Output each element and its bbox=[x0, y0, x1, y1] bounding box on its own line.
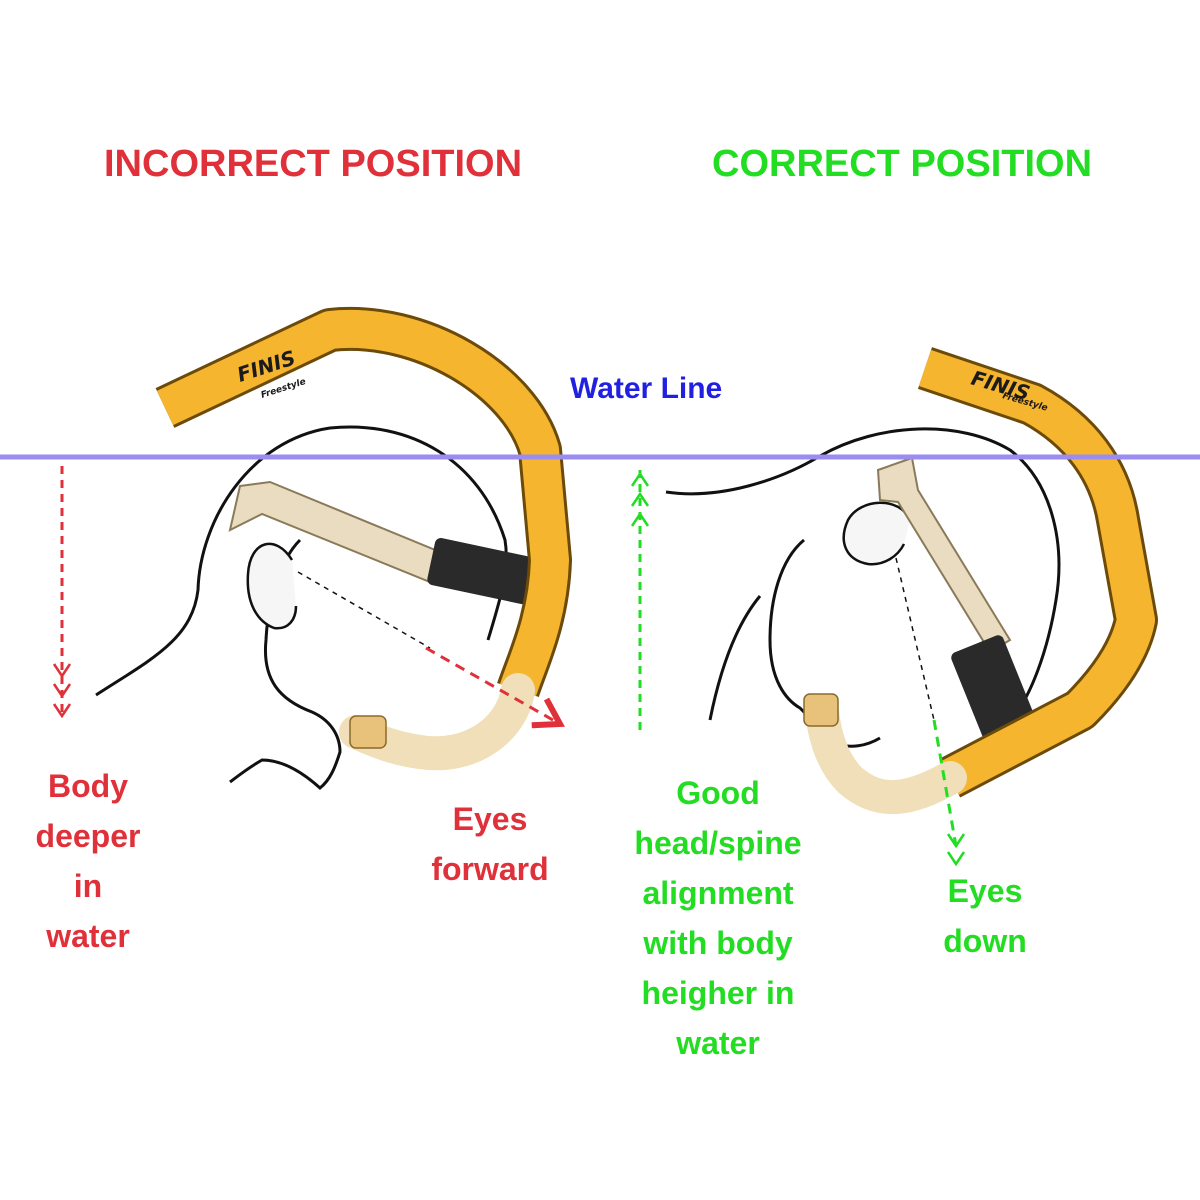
label-line: Eyes bbox=[452, 801, 528, 837]
right-snorkel-tube bbox=[918, 349, 1155, 795]
label-line: deeper bbox=[35, 818, 141, 854]
left-face-profile bbox=[229, 538, 342, 790]
label-line: head/spine bbox=[634, 825, 802, 861]
left-head-outline bbox=[95, 425, 508, 697]
heading-incorrect-position: INCORRECT POSITION bbox=[104, 143, 523, 185]
left-head-strap bbox=[228, 480, 545, 607]
right-sight-line bbox=[895, 557, 935, 721]
left-sight-line bbox=[297, 571, 431, 649]
right-snorkel-mouthpiece bbox=[805, 695, 967, 815]
left-snorkel: FINIS Freestyle bbox=[155, 306, 572, 771]
label-line: water bbox=[46, 918, 130, 954]
right-head-figure bbox=[665, 427, 1061, 748]
label-line: water bbox=[676, 1025, 760, 1061]
label-line: Body bbox=[48, 768, 128, 804]
left-snorkel-tube bbox=[156, 309, 569, 697]
right-head-strap bbox=[876, 456, 1041, 755]
label-line: in bbox=[73, 868, 103, 904]
label-line: down bbox=[943, 923, 1027, 959]
right-ear bbox=[842, 501, 912, 566]
center-height-arrowhead bbox=[630, 471, 650, 527]
left-eyes-forward-arrow bbox=[425, 646, 565, 729]
right-eyes-down-arrow bbox=[932, 719, 958, 847]
label-line: alignment bbox=[642, 875, 794, 911]
left-strap-clip bbox=[427, 537, 545, 607]
label-line: forward bbox=[431, 851, 549, 887]
label-eyes-forward: Eyes forward bbox=[400, 794, 580, 894]
right-head-outline bbox=[665, 427, 1061, 722]
label-body-deeper: Body deeper in water bbox=[8, 761, 168, 961]
heading-correct-position: CORRECT POSITION bbox=[712, 143, 1093, 185]
label-line: Good bbox=[676, 775, 760, 811]
left-head-figure bbox=[95, 425, 508, 790]
water-line-label: Water Line bbox=[570, 372, 723, 405]
label-line: Eyes bbox=[947, 873, 1023, 909]
left-ear bbox=[246, 542, 298, 630]
label-good-alignment: Good head/spine alignment with body heigher … bbox=[598, 768, 838, 1068]
label-line: with body bbox=[643, 925, 793, 961]
label-eyes-down: Eyes down bbox=[900, 866, 1070, 966]
label-line: heigher in bbox=[641, 975, 795, 1011]
left-depth-arrowhead bbox=[52, 663, 72, 719]
